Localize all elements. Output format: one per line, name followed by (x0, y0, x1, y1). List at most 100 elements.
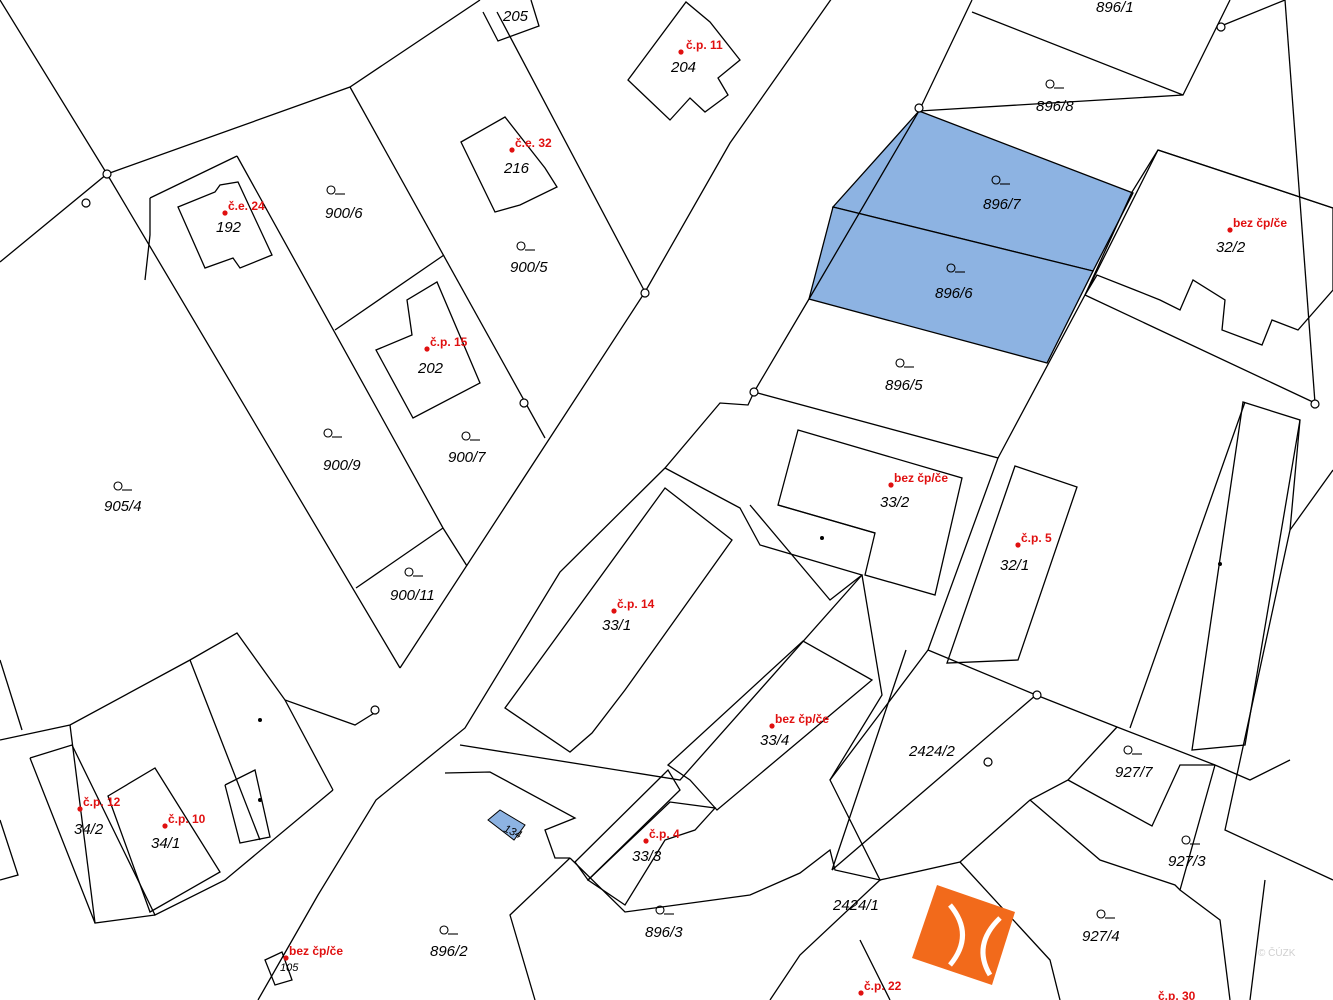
boundary (569, 649, 929, 913)
house-number-label: č.p. 12 (83, 795, 121, 809)
building-216 (460, 116, 558, 213)
boundary (831, 649, 907, 871)
parcel-label-192: 192 (216, 219, 242, 236)
parcel-label-32-2: 32/2 (1216, 239, 1246, 256)
boundary (459, 574, 863, 781)
boundary (859, 939, 891, 1000)
survey-point (519, 398, 529, 408)
boundary (1284, 0, 1316, 404)
boundary (1249, 879, 1266, 1000)
center-dot (1218, 562, 1222, 566)
building-33-1 (504, 487, 733, 753)
boundary (959, 861, 1061, 1000)
parcel-896-6-highlight[interactable] (808, 206, 1094, 364)
house-number-label: č.p. 10 (168, 812, 206, 826)
boundary (829, 574, 883, 781)
boundary (1220, 0, 1286, 27)
boundary (1067, 764, 1215, 827)
building-34-1 (107, 767, 221, 913)
building-105 (264, 951, 293, 986)
building-large-right (1191, 401, 1301, 751)
survey-point (1310, 399, 1320, 409)
boundary (0, 0, 481, 263)
survey-point (640, 288, 650, 298)
survey-point (81, 198, 91, 208)
boundary (664, 467, 864, 601)
boundary (69, 724, 96, 924)
parcel-label-896-6[interactable]: 896/6 (935, 285, 973, 302)
parcel-label-202: 202 (417, 360, 444, 377)
house-number-label: č.p. 11 (686, 38, 723, 52)
parcel-label-900-5: 900/5 (510, 259, 548, 276)
parcel-label-927-7: 927/7 (1115, 764, 1153, 781)
survey-point (1032, 690, 1042, 700)
boundary (918, 0, 1231, 112)
house-number-label: č.p. 4 (649, 827, 680, 841)
survey-point (914, 103, 924, 113)
parcel-label-927-4: 927/4 (1082, 928, 1120, 945)
parcel-label-896-2: 896/2 (430, 943, 468, 960)
boundary (1084, 149, 1159, 296)
boundary (355, 527, 444, 589)
boundary (0, 0, 401, 669)
building-192 (177, 181, 273, 269)
parcel-label-34-2: 34/2 (74, 821, 104, 838)
house-number-label: č.p. 14 (617, 597, 655, 611)
parcel-label-33-4: 33/4 (760, 732, 789, 749)
center-dot (258, 718, 262, 722)
boundary (0, 632, 377, 741)
boundary (349, 86, 546, 439)
parcel-label-34-1: 34/1 (151, 835, 180, 852)
parcel-label-896-3: 896/3 (645, 924, 683, 941)
road-edge-lower (257, 0, 973, 1000)
boundary (509, 857, 571, 1000)
boundary (334, 254, 445, 331)
boundary (496, 11, 646, 293)
house-number-markers (77, 49, 1233, 996)
boundary (189, 659, 261, 841)
house-number-label: č.p. 30 (1158, 989, 1196, 1000)
parcel-label-900-9: 900/9 (323, 457, 361, 474)
building-204 (627, 1, 741, 121)
parcel-label-204: 204 (670, 59, 696, 76)
survey-point (370, 705, 380, 715)
house-number-label: bez čp/če (289, 944, 343, 958)
boundary (1029, 799, 1181, 891)
building-33-4 (666, 640, 874, 811)
boundary (0, 659, 23, 731)
parcel-label-105: 105 (280, 962, 299, 974)
road-edge-upper (399, 0, 832, 669)
parcel-label-2424-2: 2424/2 (908, 743, 956, 760)
logo-icon (912, 885, 1015, 985)
copyright-watermark: © ČÚZK (1258, 946, 1296, 959)
center-dot (258, 798, 262, 802)
parcel-label-32-1: 32/1 (1000, 557, 1029, 574)
house-number-label: č.p. 15 (430, 335, 468, 349)
boundary (927, 649, 1291, 781)
house-number-label: č.e. 24 (228, 199, 265, 213)
parcel-label-896-7[interactable]: 896/7 (983, 196, 1021, 213)
survey-point (102, 169, 112, 179)
parcel-label-33-3: 33/3 (632, 848, 662, 865)
garden-icon (113, 79, 1200, 935)
survey-point (1216, 22, 1226, 32)
structure-134[interactable] (487, 809, 526, 841)
parcel-label-216: 216 (503, 160, 530, 177)
boundary (149, 155, 238, 199)
parcel-label-896-1: 896/1 (1096, 0, 1134, 16)
boundary (0, 819, 19, 881)
boundary (1179, 764, 1231, 1000)
boundary (29, 757, 156, 924)
survey-point (983, 757, 993, 767)
boundary (444, 771, 577, 859)
boundary (224, 769, 271, 844)
boundary (753, 391, 999, 651)
parcel-label-33-1: 33/1 (602, 617, 631, 634)
building-33-3 (586, 801, 717, 906)
house-number-label: č.p. 5 (1021, 531, 1052, 545)
parcel-label-900-6: 900/6 (325, 205, 363, 222)
house-number-label: bez čp/če (894, 471, 948, 485)
house-number-label: bez čp/če (1233, 216, 1287, 230)
house-number-label: bez čp/če (775, 712, 829, 726)
